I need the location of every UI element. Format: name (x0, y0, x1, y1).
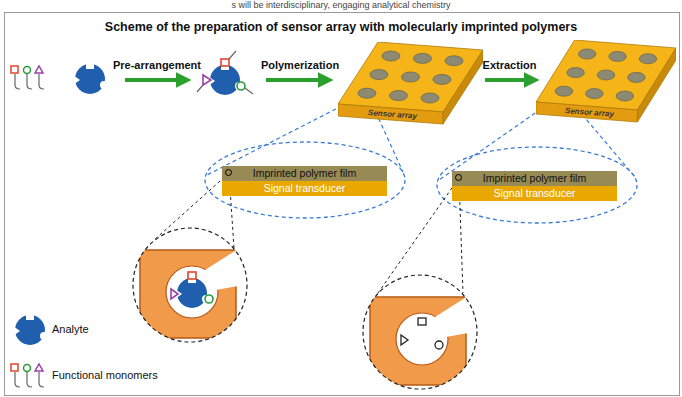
transducer-layer: Signal transducer (222, 181, 387, 196)
sensor-spot (445, 56, 463, 66)
layer-label: Signal transducer (494, 187, 576, 200)
sensor-array: Sensor array (536, 40, 676, 135)
slab-shape (338, 42, 483, 137)
layer-label: Imprinted polymer film (483, 172, 586, 185)
sensor-spot (402, 72, 420, 82)
shape (536, 102, 637, 122)
sensor-spot (421, 93, 439, 103)
zoom-marker (225, 169, 232, 176)
step-label: Polymerization (261, 59, 339, 71)
sensor-spot (382, 51, 400, 61)
legend-text: Functional monomers (52, 369, 158, 381)
shape (338, 42, 483, 112)
layer-label: Signal transducer (264, 182, 346, 195)
sensor-spot (609, 51, 626, 61)
slab-label: Sensor array (564, 105, 614, 121)
shape (338, 104, 443, 124)
sensor-spot (433, 74, 451, 84)
shape (536, 40, 676, 110)
sensor-spot (358, 88, 376, 98)
cropped-text: s will be interdisciplinary, engaging an… (232, 0, 451, 10)
sensor-spot (586, 89, 603, 99)
polymer-film-layer: Imprinted polymer film (222, 166, 387, 181)
sensor-spot (567, 68, 584, 78)
zoom-marker (455, 174, 462, 181)
diagram-title: Scheme of the preparation of sensor arra… (105, 20, 577, 34)
polymer-film-layer: Imprinted polymer film (452, 171, 617, 186)
sensor-spot (616, 91, 633, 101)
sensor-spot (370, 70, 388, 80)
sensor-spot (390, 91, 408, 101)
step-label: Extraction (483, 59, 537, 71)
process-arrow (485, 78, 534, 82)
sensor-spot (555, 86, 572, 96)
sensor-spot (639, 54, 656, 64)
shape (637, 48, 676, 122)
sensor-array: Sensor array (338, 42, 483, 137)
step-label: Pre-arrangement (113, 59, 201, 71)
legend-text: Analyte (52, 323, 89, 335)
sensor-spot (414, 53, 432, 63)
sensor-spot (628, 72, 645, 82)
layer-label: Imprinted polymer film (253, 167, 356, 180)
slab-label: Sensor array (368, 107, 418, 123)
slab-shape (536, 40, 676, 135)
sensor-spot (597, 70, 614, 80)
shape (443, 50, 483, 124)
transducer-layer: Signal transducer (452, 186, 617, 201)
sensor-spot (578, 49, 595, 59)
